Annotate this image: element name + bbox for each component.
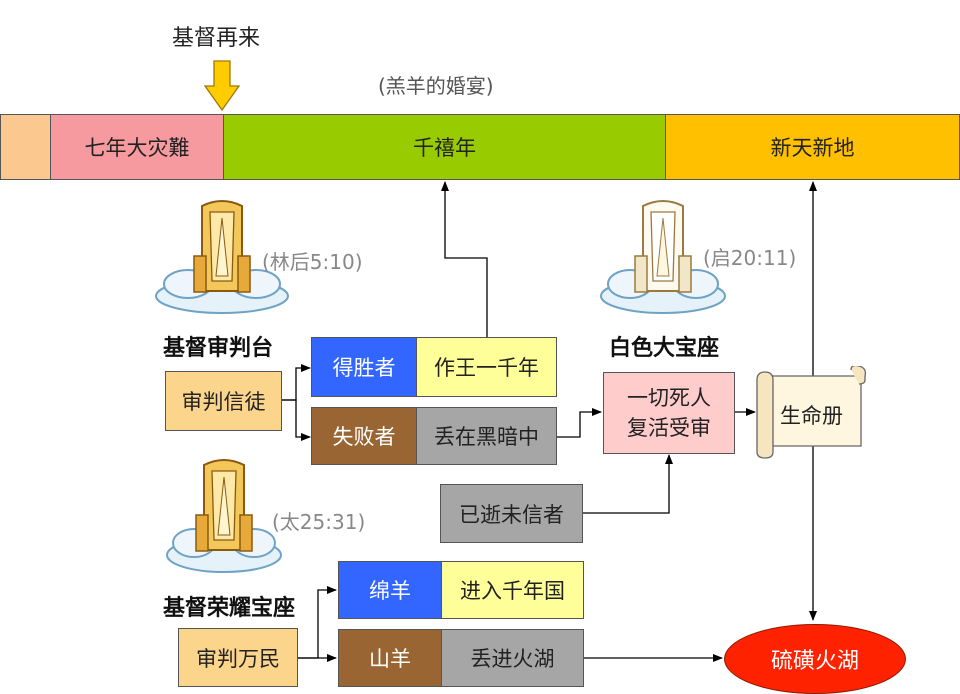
outer-darkness-box: 丢在黑暗中 xyxy=(416,407,557,465)
arrow-to-overcomer xyxy=(282,364,311,401)
timeline-tribulation: 七年大灾難 xyxy=(50,114,224,180)
timeline-millennium: 千禧年 xyxy=(223,114,666,180)
glory-throne-icon xyxy=(166,459,282,573)
into-fire-box: 丢进火湖 xyxy=(441,629,584,687)
arrow-to-loser xyxy=(282,399,311,441)
arrow-to-resurrection xyxy=(557,408,602,438)
arrow-unbelievers-to-resurrection xyxy=(583,454,673,514)
glory-throne-ref: (太25:31) xyxy=(272,510,366,534)
lake-of-fire-ellipse: 硫磺火湖 xyxy=(724,624,906,694)
enter-kingdom-box: 进入千年国 xyxy=(441,561,584,619)
resurrection-box: 一切死人 复活受审 xyxy=(603,372,735,454)
judgment-seat-throne-icon xyxy=(155,200,289,314)
goats-box: 山羊 xyxy=(338,629,442,687)
resurrection-line-1: 一切死人 xyxy=(627,386,711,410)
reign-box: 作王一千年 xyxy=(416,337,557,397)
judge-believers-box: 审判信徒 xyxy=(165,371,282,431)
down-arrow-icon xyxy=(203,60,241,112)
loser-box: 失败者 xyxy=(311,407,417,465)
timeline-new-heaven: 新天新地 xyxy=(665,114,960,180)
arrow-to-sheep xyxy=(298,586,337,659)
book-of-life-label: 生命册 xyxy=(780,404,843,428)
unbelievers-box: 已逝未信者 xyxy=(440,484,583,543)
white-throne-ref: (启20:11) xyxy=(703,246,797,270)
judgment-seat-ref: (林后5:10) xyxy=(262,250,363,274)
wedding-label: (羔羊的婚宴) xyxy=(378,74,494,98)
glory-throne-label: 基督荣耀宝座 xyxy=(163,596,296,621)
overcomer-box: 得胜者 xyxy=(311,337,417,397)
judgment-seat-label: 基督审判台 xyxy=(163,336,274,361)
second-coming-label: 基督再来 xyxy=(172,26,261,51)
scroll-icon xyxy=(756,366,867,459)
white-throne-icon xyxy=(600,200,726,314)
timeline-prelude xyxy=(0,114,51,180)
resurrection-line-2: 复活受审 xyxy=(627,416,711,440)
judge-nations-box: 审判万民 xyxy=(178,628,298,687)
arrow-to-millennium xyxy=(441,181,488,337)
white-throne-label: 白色大宝座 xyxy=(609,336,720,361)
sheep-box: 绵羊 xyxy=(338,561,442,619)
